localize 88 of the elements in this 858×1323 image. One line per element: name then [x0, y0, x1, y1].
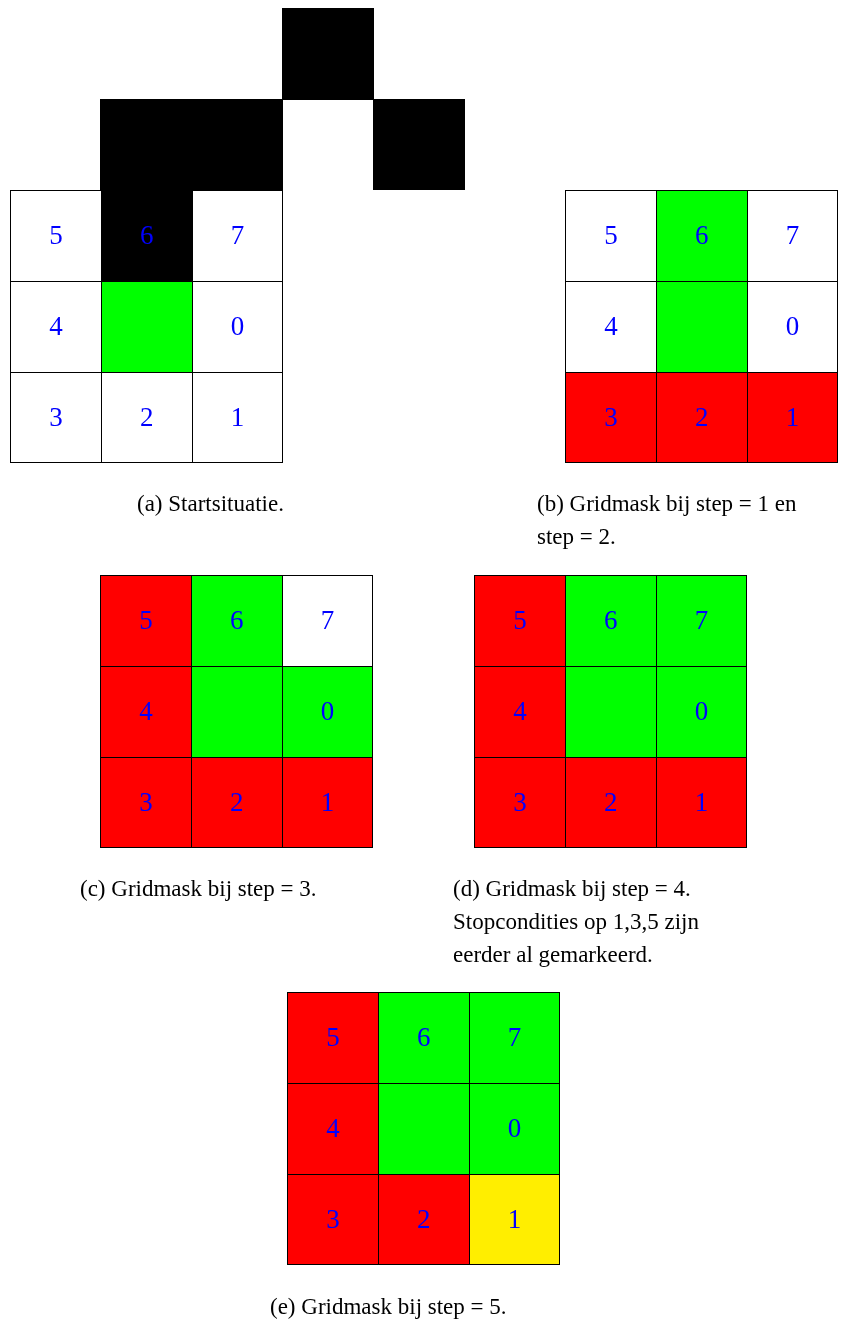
cell-number: 5	[326, 1022, 340, 1054]
grid-cell	[468, 992, 561, 1084]
grid-cell	[746, 190, 839, 282]
grid-cell	[190, 756, 283, 849]
cell-number: 4	[604, 311, 618, 343]
grid-cell	[287, 1082, 379, 1175]
cell-number: 7	[694, 605, 709, 637]
grid-cell	[377, 1082, 470, 1175]
cell-number: 3	[513, 787, 527, 818]
cell-number: 6	[416, 1022, 431, 1054]
cell-number: 3	[326, 1204, 340, 1235]
cell-number: 2	[229, 787, 244, 818]
grid-cell	[281, 756, 374, 849]
grid-cell	[373, 98, 465, 191]
cell-number: 6	[694, 220, 709, 252]
grid-cell	[282, 8, 374, 100]
grid-cell	[655, 575, 748, 667]
cell-number: 7	[507, 1022, 522, 1054]
cell-number: 4	[513, 696, 527, 728]
grid-cell	[281, 665, 374, 758]
grid-cell	[746, 371, 839, 464]
cell-number: 3	[139, 787, 153, 818]
grid-cell	[564, 665, 657, 758]
grid-cell	[190, 575, 283, 667]
cell-number: 2	[139, 402, 154, 433]
grid-cell	[474, 756, 566, 849]
grid-cell	[10, 371, 102, 464]
cell-number: 1	[694, 787, 709, 818]
cell-number: 4	[139, 696, 153, 728]
grid-cell	[100, 665, 192, 758]
caption: (a) Startsituatie.	[137, 490, 285, 518]
grid-cell	[100, 756, 192, 849]
grid-cell	[190, 665, 283, 758]
grid-cell	[281, 575, 374, 667]
grid-cell	[655, 665, 748, 758]
cell-number: 7	[230, 220, 245, 252]
grid-cell	[377, 992, 470, 1084]
caption: (e) Gridmask bij step = 5.	[270, 1293, 508, 1321]
grid-cell	[655, 756, 748, 849]
cell-number: 2	[603, 787, 618, 818]
grid-cell	[468, 1082, 561, 1175]
grid-cell	[377, 1173, 470, 1266]
cell-number: 2	[694, 402, 709, 433]
grid-cell	[100, 280, 193, 373]
grid-cell	[655, 190, 748, 282]
grid-cell	[287, 992, 379, 1084]
grid-cell	[191, 190, 284, 282]
grid-cell	[474, 575, 566, 667]
grid-cell	[191, 98, 283, 191]
caption: (d) Gridmask bij step = 4. Stopcondities op 1,3,5 zijn eerder al gemarkeerd.	[453, 875, 700, 969]
cell-number: 3	[604, 402, 618, 433]
grid-cell	[564, 575, 657, 667]
grid-cell	[655, 280, 748, 373]
cell-number: 5	[139, 605, 153, 637]
cell-number: 7	[320, 605, 335, 637]
cell-number: 5	[604, 220, 618, 252]
cell-number: 5	[49, 220, 63, 252]
grid-cell	[100, 190, 193, 282]
cell-number: 1	[320, 787, 335, 818]
cell-number: 6	[603, 605, 618, 637]
grid-cell	[564, 756, 657, 849]
cell-number: 1	[230, 402, 245, 433]
grid-cell	[655, 371, 748, 464]
cell-number: 1	[785, 402, 800, 433]
cell-number: 0	[694, 696, 709, 728]
cell-number: 4	[326, 1113, 340, 1145]
caption: (c) Gridmask bij step = 3.	[80, 875, 318, 903]
cell-number: 0	[785, 311, 800, 343]
grid-cell	[474, 665, 566, 758]
cell-number: 0	[230, 311, 245, 343]
caption: (b) Gridmask bij step = 1 en step = 2.	[537, 490, 798, 551]
grid-cell	[287, 1173, 379, 1266]
grid-cell	[100, 575, 192, 667]
grid-cell	[565, 190, 657, 282]
cell-number: 2	[416, 1204, 431, 1235]
cell-number: 1	[507, 1204, 522, 1235]
cell-number: 6	[229, 605, 244, 637]
grid-cell	[10, 190, 102, 282]
cell-number: 6	[139, 220, 154, 252]
cell-number: 5	[513, 605, 527, 637]
cell-number: 0	[507, 1113, 522, 1145]
cell-number: 3	[49, 402, 63, 433]
cell-number: 0	[320, 696, 335, 728]
cell-number: 7	[785, 220, 800, 252]
cell-number: 4	[49, 311, 63, 343]
grid-cell	[565, 371, 657, 464]
grid-cell	[191, 371, 284, 464]
grid-cell	[468, 1173, 561, 1266]
